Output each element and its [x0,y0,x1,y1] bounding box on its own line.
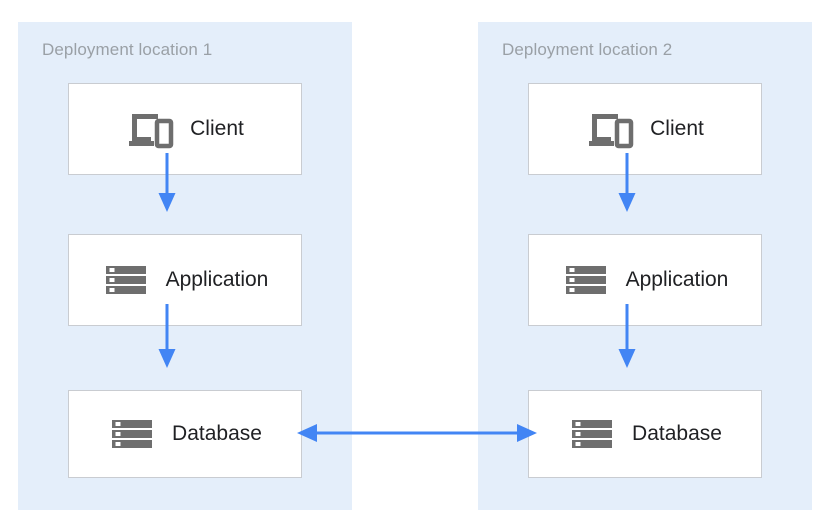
node-database-2[interactable]: Database [528,390,762,478]
arrow-client-to-application-1 [155,153,179,213]
zone-2-title: Deployment location 2 [502,40,673,59]
node-client-2[interactable]: Client [528,83,762,175]
node-application-1[interactable]: Application [68,234,302,326]
arrow-client-to-application-2 [615,153,639,213]
deployment-zone-1: Deployment location 1 Client Application [18,22,352,510]
zone-1-title: Deployment location 1 [42,40,213,59]
devices-icon [589,114,634,149]
node-application-2[interactable]: Application [528,234,762,326]
devices-icon [129,114,174,149]
node-database-1-label: Database [172,422,262,445]
server-icon [112,420,153,448]
node-client-2-label: Client [650,117,704,140]
arrow-database-replication [296,420,538,446]
node-database-2-label: Database [632,422,722,445]
node-application-1-label: Application [165,268,269,291]
deployment-zone-2: Deployment location 2 Client Application [478,22,812,510]
node-client-1-label: Client [190,117,244,140]
arrow-application-to-database-2 [615,304,639,369]
node-application-2-label: Application [625,268,729,291]
server-icon [572,420,613,448]
server-icon [105,266,146,294]
node-client-1[interactable]: Client [68,83,302,175]
arrow-application-to-database-1 [155,304,179,369]
node-database-1[interactable]: Database [68,390,302,478]
server-icon [565,266,606,294]
